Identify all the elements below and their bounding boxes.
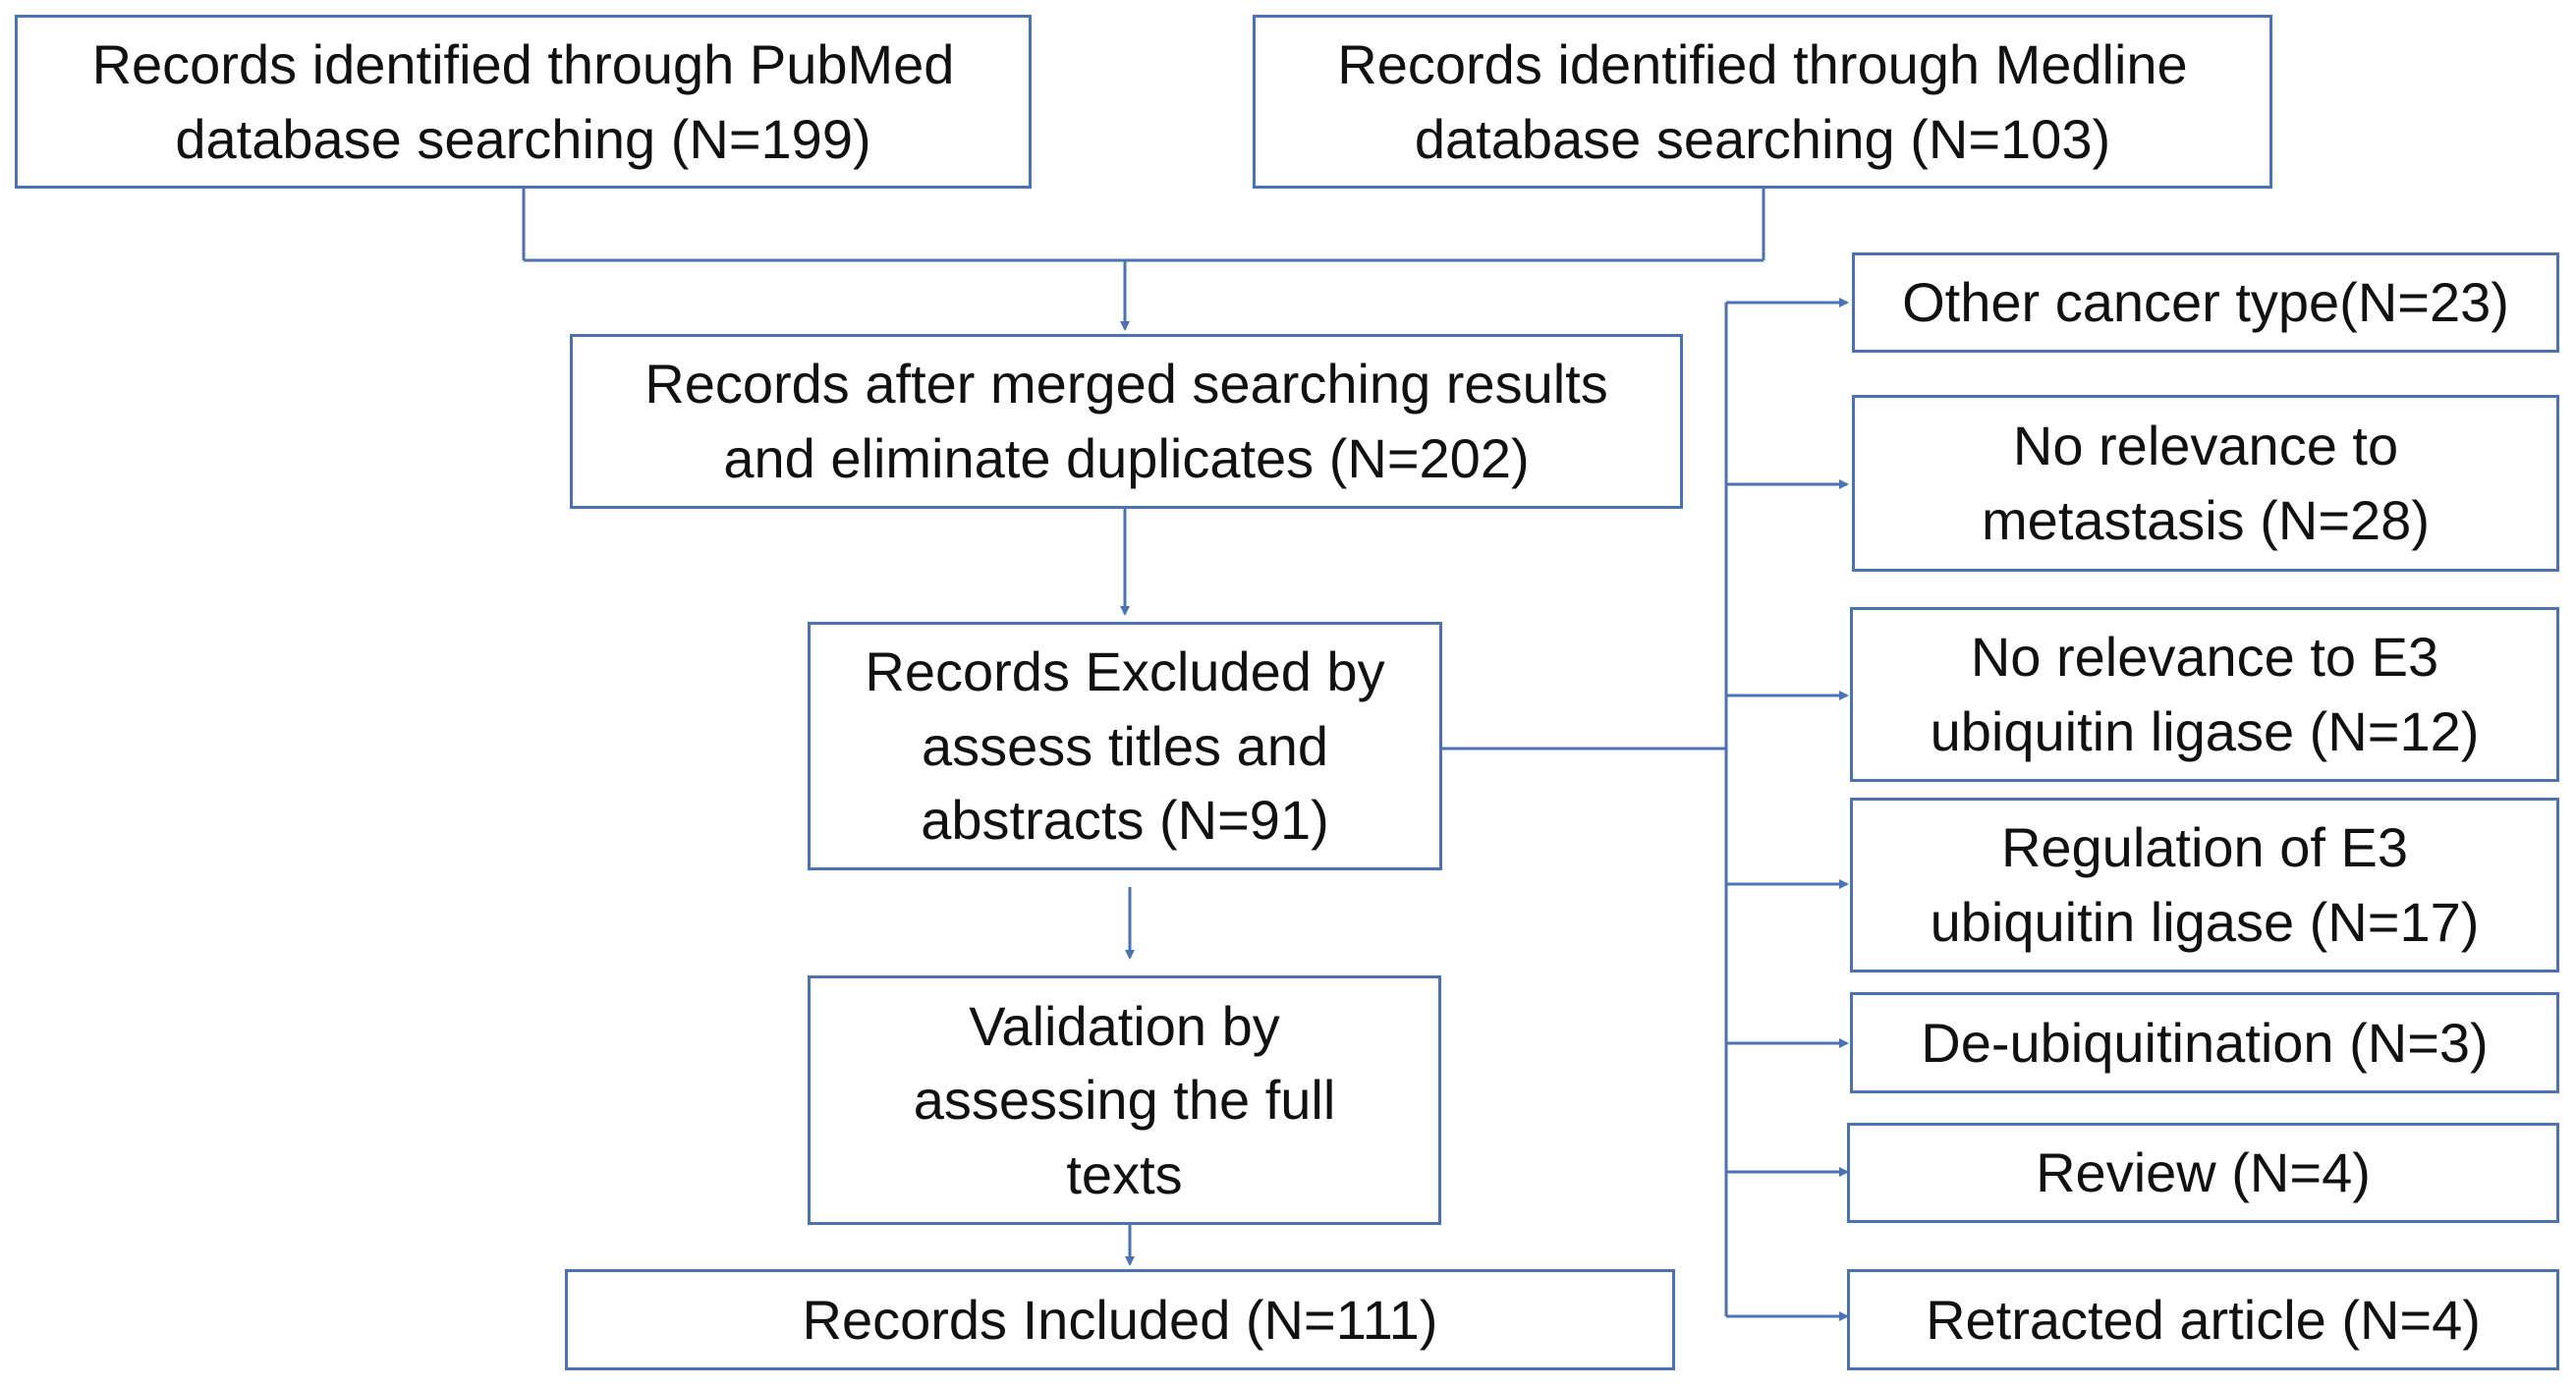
validation-label: Validation by assessing the full texts [913, 994, 1336, 1205]
exclusion-label-de-ubiquitination: De-ubiquitination (N=3) [1921, 1011, 2489, 1074]
exclusion-label-no-metastasis: No relevance to metastasis (N=28) [1982, 415, 2430, 551]
exclusion-box-de-ubiquitination: De-ubiquitination (N=3) [1850, 992, 2559, 1093]
merged-records-box: Records after merged searching results a… [570, 334, 1683, 509]
pubmed-records-label: Records identified through PubMed databa… [91, 32, 955, 170]
excluded-titles-label: Records Excluded by assess titles and ab… [865, 640, 1385, 852]
exclusion-box-no-metastasis: No relevance to metastasis (N=28) [1852, 395, 2559, 572]
included-records-label: Records Included (N=111) [802, 1288, 1438, 1351]
exclusion-label-no-e3: No relevance to E3 ubiquitin ligase (N=1… [1930, 626, 2480, 762]
exclusion-label-retracted: Retracted article (N=4) [1926, 1288, 2481, 1351]
excluded-titles-box: Records Excluded by assess titles and ab… [808, 622, 1442, 870]
pubmed-records-box: Records identified through PubMed databa… [15, 15, 1032, 189]
included-records-box: Records Included (N=111) [565, 1269, 1675, 1370]
merged-records-label: Records after merged searching results a… [644, 353, 1608, 489]
exclusion-box-other-cancer: Other cancer type(N=23) [1852, 252, 2559, 353]
exclusion-label-review: Review (N=4) [2036, 1141, 2371, 1204]
exclusion-label-regulation-e3: Regulation of E3 ubiquitin ligase (N=17) [1930, 816, 2480, 953]
exclusion-label-other-cancer: Other cancer type(N=23) [1902, 271, 2509, 334]
exclusion-box-no-e3: No relevance to E3 ubiquitin ligase (N=1… [1850, 607, 2559, 782]
exclusion-box-regulation-e3: Regulation of E3 ubiquitin ligase (N=17) [1850, 798, 2559, 972]
medline-records-label: Records identified through Medline datab… [1337, 32, 2188, 170]
medline-records-box: Records identified through Medline datab… [1253, 15, 2272, 189]
exclusion-box-review: Review (N=4) [1847, 1123, 2559, 1223]
exclusion-box-retracted: Retracted article (N=4) [1847, 1269, 2559, 1370]
validation-box: Validation by assessing the full texts [808, 975, 1441, 1225]
